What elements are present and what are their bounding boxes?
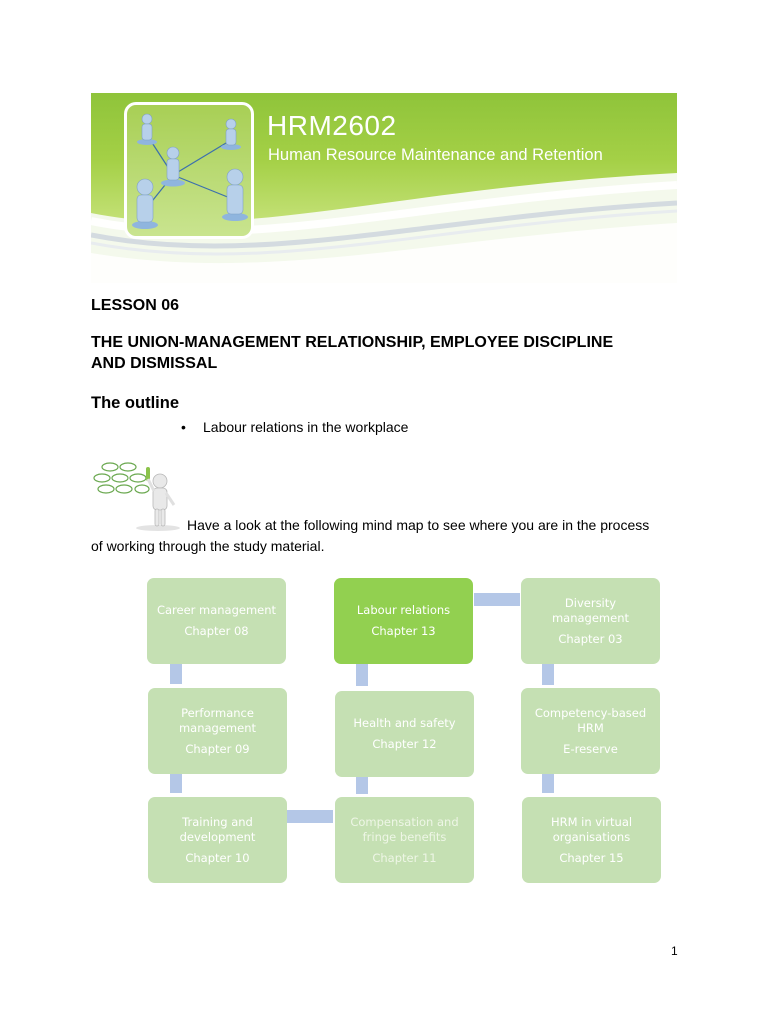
node-title: Compensation and fringe benefits <box>350 814 459 844</box>
mind-map-node-diversity-management: Diversity management Chapter 03 <box>521 578 660 664</box>
outline-title: The outline <box>91 394 179 412</box>
node-chapter: Chapter 10 <box>185 850 250 865</box>
lesson-heading: THE UNION-MANAGEMENT RELATIONSHIP, EMPLO… <box>91 332 677 374</box>
mind-map-connector <box>356 664 368 686</box>
mind-map-connector <box>542 664 554 685</box>
mind-map-node-career-management: Career management Chapter 08 <box>147 578 286 664</box>
node-chapter: Chapter 15 <box>559 850 624 865</box>
intro-text-line: Have a look at the following mind map to… <box>187 517 650 533</box>
course-banner: HRM2602 Human Resource Maintenance and R… <box>91 93 677 283</box>
mind-map-node-compensation-and-fringe-benefits: Compensation and fringe benefits Chapter… <box>335 797 474 883</box>
course-title: Human Resource Maintenance and Retention <box>268 146 603 164</box>
mind-map-node-health-and-safety: Health and safety Chapter 12 <box>335 691 474 777</box>
banner-wave-decoration <box>91 173 677 283</box>
node-title: Career management <box>156 603 277 617</box>
node-chapter: E-reserve <box>563 741 618 756</box>
mind-map-connector <box>474 593 520 606</box>
node-title: Training and development <box>179 814 256 844</box>
mind-map-node-competency-based-hrm: Competency-based HRM E-reserve <box>521 688 660 774</box>
outline-list-item: • Labour relations in the workplace <box>181 419 408 435</box>
bullet-icon: • <box>181 419 186 435</box>
page-number: 1 <box>671 944 678 958</box>
lesson-heading-line: THE UNION-MANAGEMENT RELATIONSHIP, EMPLO… <box>91 334 614 351</box>
node-title: HRM in virtual organisations <box>550 814 633 844</box>
lesson-number: LESSON 06 <box>91 297 180 314</box>
mind-map-node-labour-relations: Labour relations Chapter 13 <box>334 578 473 664</box>
mind-map-connector <box>356 777 368 794</box>
node-title: Diversity management <box>551 595 630 625</box>
node-chapter: Chapter 03 <box>558 631 623 646</box>
outline-item-text: Labour relations in the workplace <box>203 419 409 435</box>
node-chapter: Chapter 11 <box>372 850 437 865</box>
node-chapter: Chapter 08 <box>184 624 249 638</box>
intro-text-line: of working through the study material. <box>91 538 325 554</box>
mind-map-connector <box>170 664 182 684</box>
node-chapter: Chapter 09 <box>185 741 250 756</box>
node-title: Labour relations <box>356 603 451 617</box>
mind-map-node-performance-management: Performance management Chapter 09 <box>148 688 287 774</box>
node-title: Performance management <box>178 705 257 735</box>
thinking-figure-illustration <box>93 462 180 531</box>
course-code: HRM2602 <box>267 110 397 141</box>
node-chapter: Chapter 13 <box>371 624 436 638</box>
node-chapter: Chapter 12 <box>372 737 437 751</box>
mind-map-connector <box>542 774 554 793</box>
lesson-heading-line: AND DISMISSAL <box>91 355 218 372</box>
mind-map-connector <box>170 774 182 793</box>
mind-map-node-hrm-in-virtual-organisations: HRM in virtual organisations Chapter 15 <box>522 797 661 883</box>
mind-map-connector <box>287 810 333 823</box>
node-title: Competency-based HRM <box>534 705 647 735</box>
node-title: Health and safety <box>353 716 456 730</box>
mind-map-node-training-and-development: Training and development Chapter 10 <box>148 797 287 883</box>
network-people-image <box>124 102 254 239</box>
